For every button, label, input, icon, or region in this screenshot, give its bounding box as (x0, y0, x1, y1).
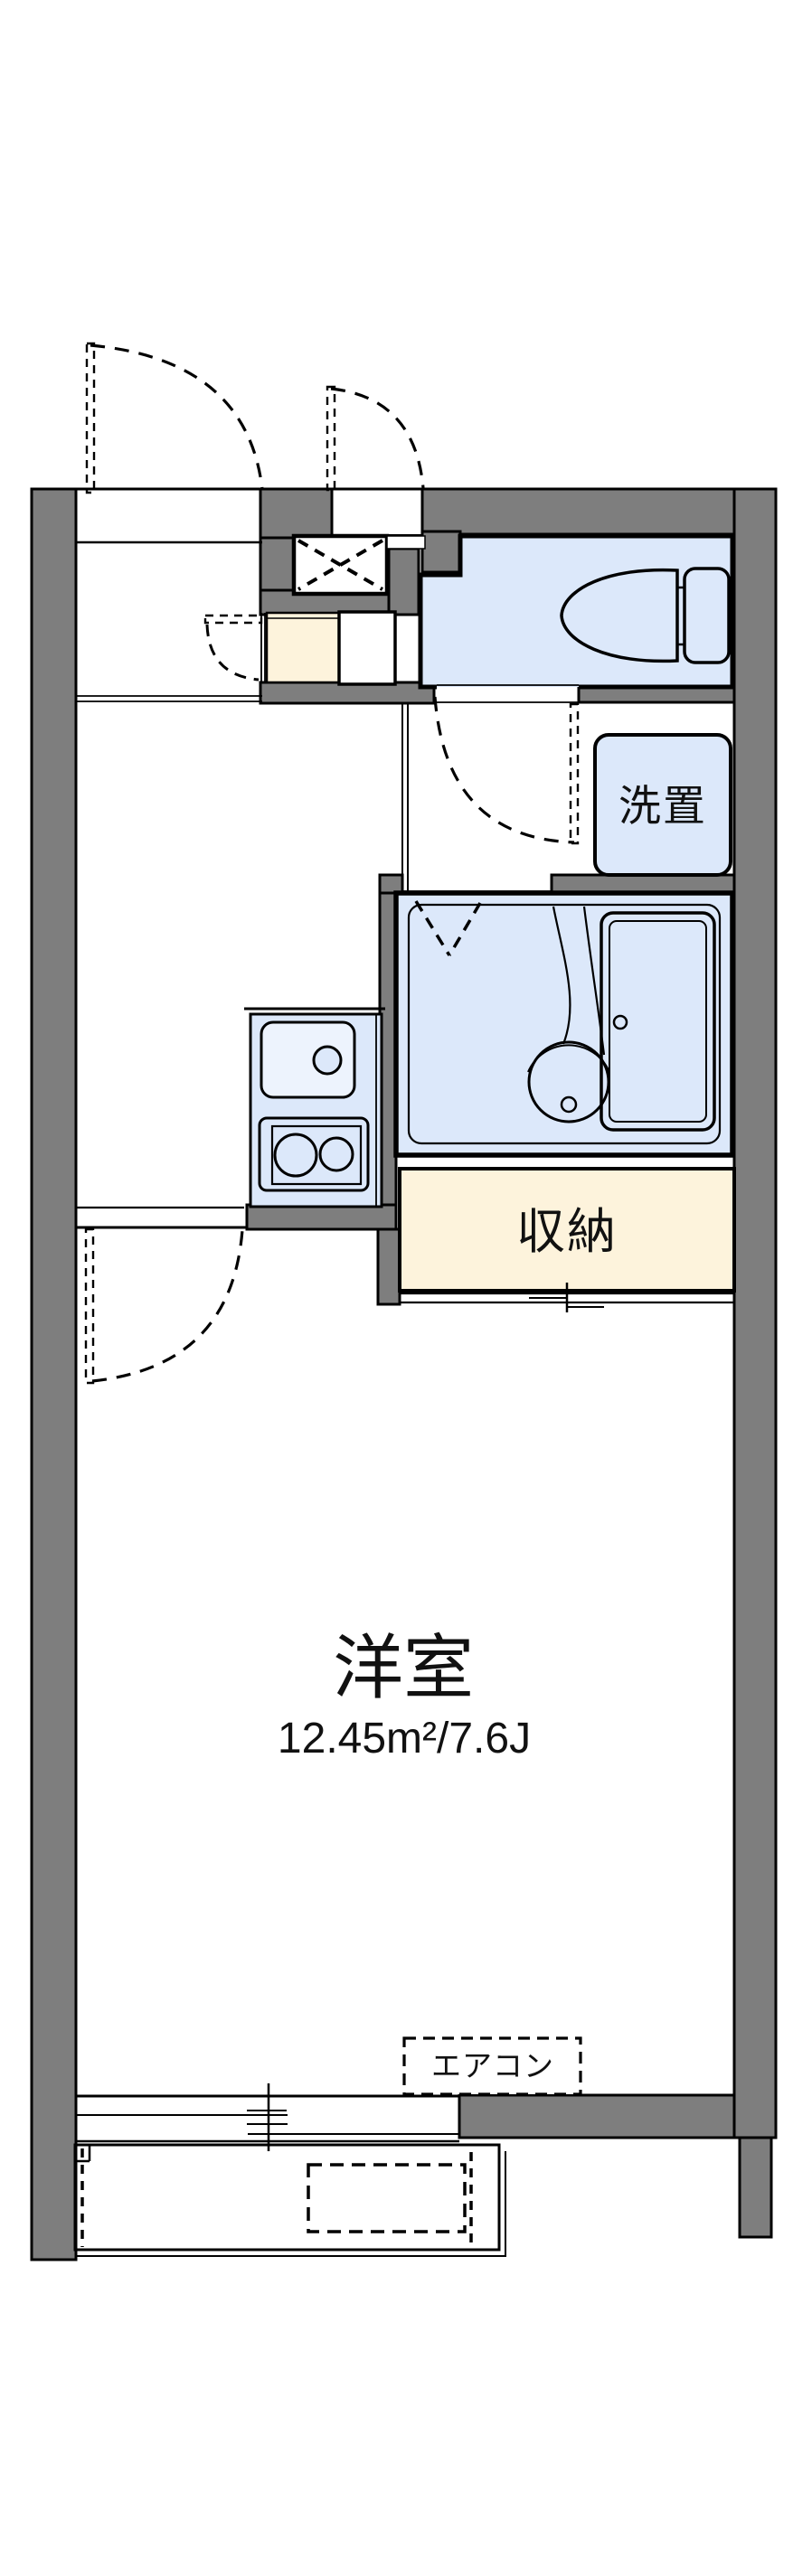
shoe-cabinet (265, 611, 341, 684)
utility-box (337, 610, 397, 686)
shoe-cabinet-lines (260, 613, 339, 682)
wall-top-right (420, 487, 736, 536)
washer-label: 洗置 (618, 782, 707, 830)
wall-right-foot (738, 2136, 773, 2239)
bath-door-swing-icon (414, 900, 482, 956)
wall-left (30, 487, 78, 2261)
bathroom (393, 890, 735, 1158)
wall-kitchen-divider (245, 1203, 398, 1231)
toilet-joint-lines (677, 586, 685, 646)
wall-storage-left (376, 1227, 401, 1306)
sliding-window-icon (76, 2083, 459, 2151)
shoebox-door-arc (205, 624, 260, 682)
bathtub-icon (600, 911, 716, 1132)
kitchen-sink-icon (260, 1020, 356, 1099)
entrance-door-leaf (85, 342, 96, 494)
meterbox-door-arc (330, 387, 425, 489)
wall-right (732, 487, 778, 2139)
faucet-icon (312, 1045, 343, 1076)
meterbox-door-leaf (326, 385, 336, 492)
balcony-outline (73, 2143, 501, 2252)
bathroom-floor (393, 890, 735, 1158)
ac-outdoor-unit-pad (307, 2163, 467, 2233)
toilet-room-border (418, 533, 735, 690)
structure-lines (32, 487, 776, 1229)
aircon-label: エアコン (431, 2049, 554, 2082)
storage-door-lines (400, 1283, 734, 1312)
storage-closet: 収納 (398, 1167, 736, 1312)
wall-bath-corner (378, 873, 404, 895)
toilet-bowl (560, 568, 679, 663)
walls (30, 487, 778, 2261)
wall-toilet-notch (420, 530, 462, 574)
bathroom-inner-panel (407, 903, 722, 1145)
toilet-door-leaf (569, 702, 580, 845)
wall-bottom (458, 2093, 736, 2139)
toilet-door-arc (433, 696, 575, 844)
toilet-icon (560, 567, 731, 664)
aircon-box (402, 2036, 582, 2096)
shoebox-door-leaf (203, 614, 263, 625)
wall-washroom-bottom (550, 873, 736, 895)
washing-machine-space (593, 733, 732, 877)
room-door-leaf (84, 1227, 95, 1385)
storage-box (398, 1167, 736, 1293)
pipe-space-x-icon (297, 539, 384, 591)
room-size-label: 12.45m²/7.6J (278, 1715, 531, 1763)
doors (84, 342, 580, 1385)
kitchen-unit (244, 1007, 385, 1208)
entrance-door-arc (90, 343, 264, 490)
room-door-arc (91, 1229, 244, 1383)
stove-icon (258, 1116, 370, 1192)
toilet-room (418, 533, 735, 690)
balcony-corner-mark (75, 2145, 91, 2163)
wash-basin-icon (527, 906, 610, 1123)
toilet-tank (683, 567, 731, 664)
meter-notch (386, 535, 426, 550)
room-name-label: 洋室 (333, 1628, 474, 1707)
storage-label: 収納 (516, 1205, 618, 1259)
balcony (73, 2143, 506, 2257)
wall-right-of-pipespace (387, 547, 420, 616)
